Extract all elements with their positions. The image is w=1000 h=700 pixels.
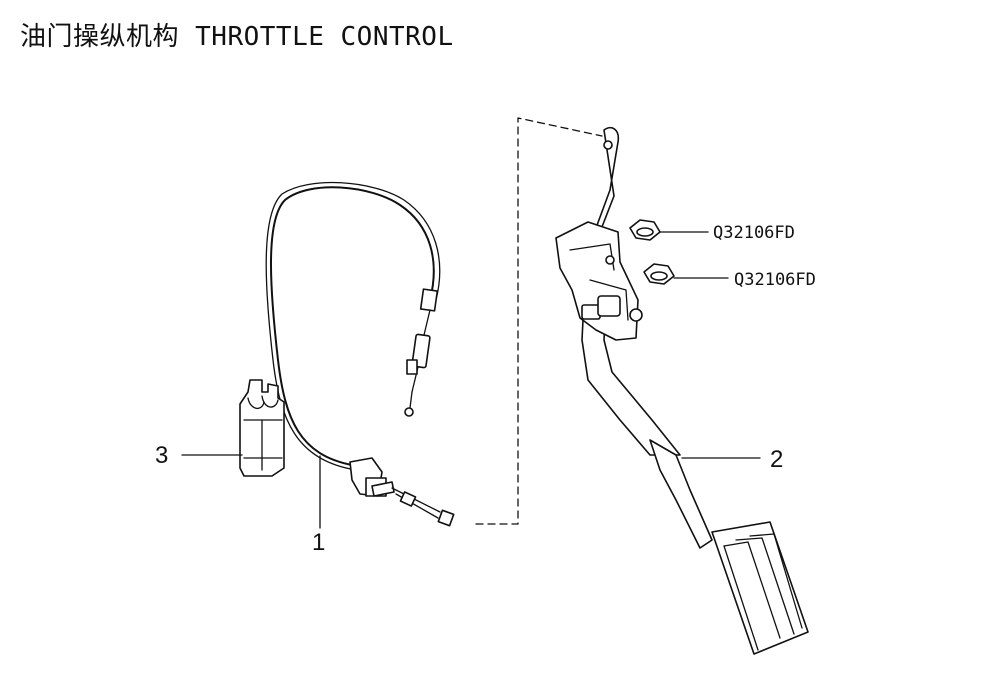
connection-dashed-line	[475, 117, 603, 525]
hex-nut-upper[interactable]	[629, 219, 661, 241]
accelerator-pedal[interactable]	[555, 126, 809, 655]
part-number-nut-lower: Q32106FD	[734, 270, 816, 290]
callout-part-2: 2	[770, 446, 783, 473]
callout-part-3: 3	[155, 442, 168, 469]
hex-nut-lower[interactable]	[643, 263, 675, 285]
part-number-nut-upper: Q32106FD	[713, 223, 795, 243]
page-title: 油门操纵机构 THROTTLE CONTROL	[20, 22, 454, 52]
throttle-cable[interactable]	[265, 181, 455, 527]
cable-clip[interactable]	[239, 379, 285, 477]
callout-part-1: 1	[312, 529, 325, 556]
